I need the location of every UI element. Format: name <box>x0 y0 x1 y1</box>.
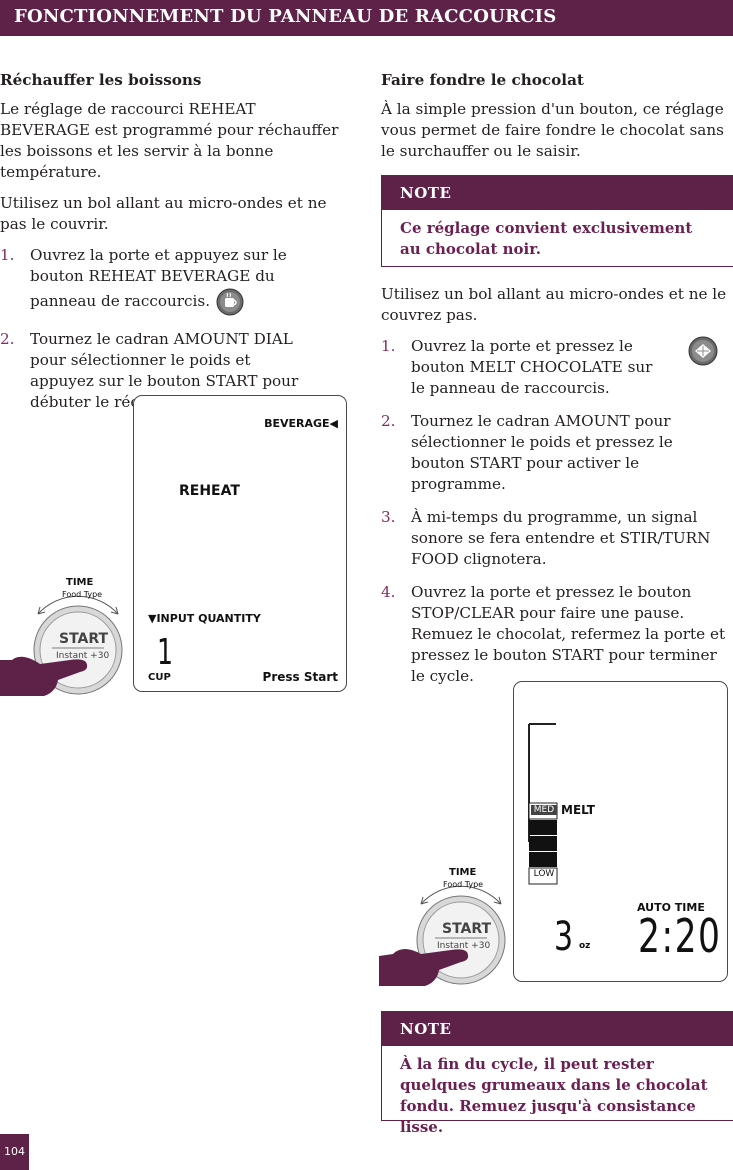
reheat-steps: 1. Ouvrez la porte et appuyez sur le bou… <box>0 245 348 413</box>
reheat-heading: Réchauffer les boissons <box>0 71 202 89</box>
step-number: 3. <box>381 508 396 526</box>
step-text: Tournez le cadran AMOUNT pour sélectionn… <box>411 412 673 493</box>
page-number: 104 <box>0 1134 29 1170</box>
step-text: À mi-temps du programme, un signal sonor… <box>411 508 711 568</box>
display-low-level: LOW <box>533 869 555 879</box>
reheat-bowl-instruction: Utilisez un bol allant au micro-ondes et… <box>0 194 327 233</box>
note-label: NOTE <box>382 176 733 210</box>
note-text: À la fin du cycle, il peut rester quelqu… <box>400 1055 708 1136</box>
display-quantity: 1 <box>157 632 174 673</box>
dial-graphic <box>0 595 123 696</box>
step-text: Ouvrez la porte et pressez le bouton MEL… <box>411 337 653 397</box>
display-input-quantity-wrap: ▼INPUT QUANTITY <box>148 612 261 625</box>
right-column-top: Faire fondre le chocolat À la simple pre… <box>381 70 733 172</box>
list-item: 4. Ouvrez la porte et pressez le bouton … <box>381 582 731 687</box>
melt-bowl-instruction: Utilisez un bol allant au micro-ondes et… <box>381 285 727 324</box>
dial-time-label: TIME <box>66 577 94 588</box>
step-number: 1. <box>0 246 15 264</box>
step-text: Ouvrez la porte et pressez le bouton STO… <box>411 583 726 685</box>
page-header: FONCTIONNEMENT DU PANNEAU DE RACCOURCIS <box>0 0 733 36</box>
instant-30-label: Instant +30 <box>437 941 491 951</box>
step-number: 4. <box>381 583 396 601</box>
display-beverage: BEVERAGE <box>264 417 330 430</box>
display-med-level: MED <box>531 805 557 815</box>
left-column: Réchauffer les boissons Le réglage de ra… <box>0 70 348 425</box>
step-number: 2. <box>381 412 396 430</box>
display-unit: CUP <box>148 672 171 683</box>
indicator-arrow-icon: ▼ <box>148 612 157 625</box>
display-reheat: REHEAT <box>179 483 240 499</box>
start-dial-left: TIME Food Type START Instant +30 <box>0 570 140 698</box>
display-melt: MELT <box>561 803 595 817</box>
reheat-lcd-display: BEVERAGE◀ REHEAT ▼INPUT QUANTITY 1 CUP P… <box>133 395 347 692</box>
start-button[interactable]: START <box>442 921 492 937</box>
melt-heading: Faire fondre le chocolat <box>381 71 584 89</box>
melt-steps: 1. Ouvrez la porte et pressez le bouton … <box>381 336 731 687</box>
display-amount: 3 <box>554 914 574 960</box>
list-item: 1. Ouvrez la porte et appuyez sur le bou… <box>0 245 348 317</box>
step-number: 1. <box>381 337 396 355</box>
start-button[interactable]: START <box>59 631 109 647</box>
dial-food-type-label: Food Type <box>443 880 484 889</box>
page-title: FONCTIONNEMENT DU PANNEAU DE RACCOURCIS <box>14 6 557 27</box>
note-text: Ce réglage convient exclusivement au cho… <box>400 219 693 258</box>
display-beverage-wrap: BEVERAGE◀ <box>264 417 338 430</box>
instant-30-label: Instant +30 <box>56 651 110 661</box>
display-time: 2:20 <box>638 909 722 963</box>
step-number: 2. <box>0 330 15 348</box>
list-item: 1. Ouvrez la porte et pressez le bouton … <box>381 336 731 399</box>
note-box-dark-chocolate: NOTE Ce réglage convient exclusivement a… <box>381 175 733 267</box>
dial-food-type-label: Food Type <box>62 590 103 599</box>
melt-chocolate-button-icon <box>688 336 718 366</box>
start-dial-right: TIME Food Type START Instant +30 <box>379 860 519 990</box>
note-label: NOTE <box>382 1012 733 1046</box>
note-box-lumps: NOTE À la fin du cycle, il peut rester q… <box>381 1011 733 1136</box>
display-unit: oz <box>579 941 591 951</box>
display-input-quantity: INPUT QUANTITY <box>156 612 261 625</box>
dial-graphic <box>379 885 506 986</box>
melt-lcd-display: MED MELT LOW AUTO TIME 3 oz 2:20 <box>513 681 728 982</box>
display-press-start: Press Start <box>262 670 338 684</box>
reheat-intro: Le réglage de raccourci REHEAT BEVERAGE … <box>0 100 339 181</box>
dial-time-label: TIME <box>449 867 477 878</box>
indicator-arrow-icon: ◀ <box>329 417 338 430</box>
melt-intro: À la simple pression d'un bouton, ce rég… <box>381 100 724 160</box>
step-text: Ouvrez la porte et appuyez sur le bouton… <box>30 246 287 310</box>
reheat-beverage-button-icon <box>216 288 244 316</box>
display-auto-time: AUTO TIME <box>637 901 705 914</box>
list-item: 2. Tournez le cadran AMOUNT pour sélecti… <box>381 411 731 495</box>
right-column-steps: Utilisez un bol allant au micro-ondes et… <box>381 284 731 699</box>
list-item: 3. À mi-temps du programme, un signal so… <box>381 507 731 570</box>
